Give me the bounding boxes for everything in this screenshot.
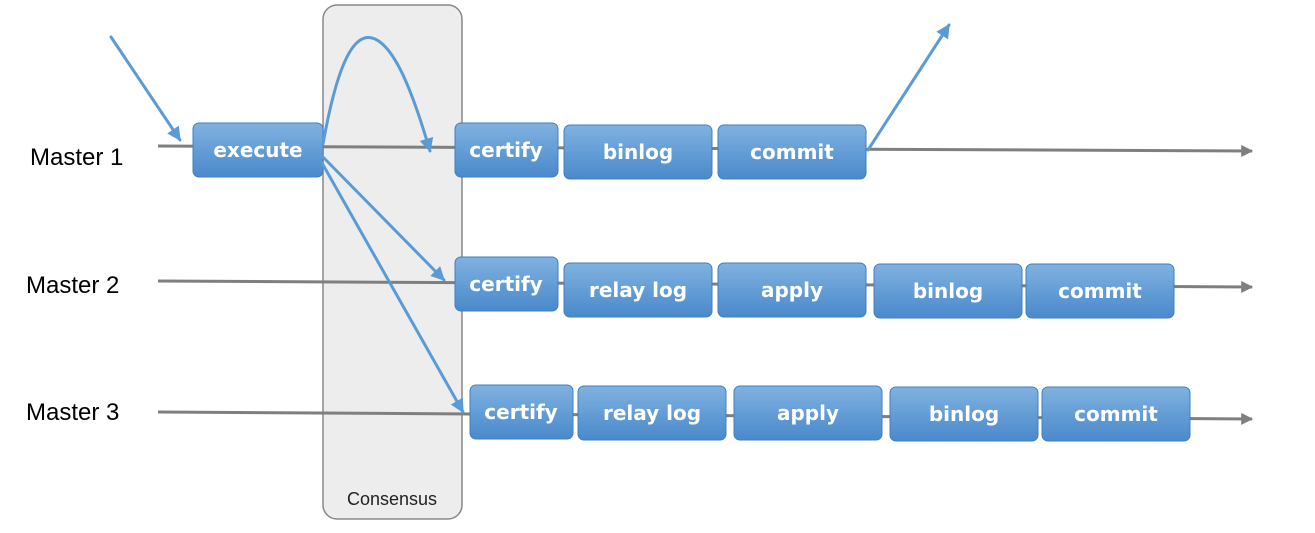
master-2-step-certify-label: certify: [469, 272, 542, 296]
outgoing-response-arrow: [866, 23, 951, 152]
master-2-lane: Master 2 certify relay log apply binlog …: [26, 256, 1254, 319]
incoming-request-arrow: [109, 35, 182, 142]
master-1-step-certify-label: certify: [469, 138, 542, 162]
master-3-step-certify: certify: [469, 384, 574, 440]
master-2-step-relay-log: relay log: [563, 262, 713, 318]
master-3-step-commit-label: commit: [1074, 402, 1158, 426]
master-1-step-execute: execute: [192, 122, 324, 178]
master-3-label: Master 3: [26, 399, 119, 426]
master-2-step-commit: commit: [1025, 263, 1175, 319]
master-2-step-relay-log-label: relay log: [589, 278, 687, 302]
consensus-box: [322, 4, 463, 520]
consensus-loop-arrow: [321, 36, 434, 153]
master-1-step-binlog: binlog: [563, 124, 713, 180]
master-1-lane: Master 1 execute certify binlog commit: [30, 122, 1254, 180]
master-3-step-binlog: binlog: [889, 386, 1039, 442]
master-2-step-commit-label: commit: [1058, 279, 1142, 303]
master-3-step-relay-log: relay log: [577, 385, 727, 441]
master-3-step-binlog-label: binlog: [929, 402, 999, 426]
master-3-lane: Master 3 certify relay log apply binlog …: [26, 384, 1254, 442]
master-1-step-commit: commit: [717, 124, 867, 180]
master-2-step-binlog: binlog: [873, 263, 1023, 319]
broadcast-to-master-2-arrow: [320, 154, 446, 282]
master-3-step-certify-label: certify: [484, 400, 557, 424]
master-3-step-apply-label: apply: [777, 401, 839, 425]
master-2-step-apply-label: apply: [761, 278, 823, 302]
broadcast-to-master-3-arrow: [320, 161, 465, 414]
master-1-step-certify: certify: [454, 122, 559, 178]
master-2-step-apply: apply: [717, 262, 867, 318]
master-3-step-commit: commit: [1041, 386, 1191, 442]
master-2-step-certify: certify: [454, 256, 559, 312]
consensus-region: Consensus: [322, 4, 463, 520]
master-1-step-binlog-label: binlog: [603, 140, 673, 164]
master-2-label: Master 2: [26, 272, 119, 299]
master-2-step-binlog-label: binlog: [913, 279, 983, 303]
master-3-step-apply: apply: [733, 385, 883, 441]
master-1-step-commit-label: commit: [750, 140, 834, 164]
master-1-label: Master 1: [30, 144, 123, 171]
master-1-step-execute-label: execute: [213, 138, 302, 162]
master-3-step-relay-log-label: relay log: [603, 401, 701, 425]
consensus-label: Consensus: [347, 489, 437, 509]
flow-arrows: [109, 23, 951, 414]
